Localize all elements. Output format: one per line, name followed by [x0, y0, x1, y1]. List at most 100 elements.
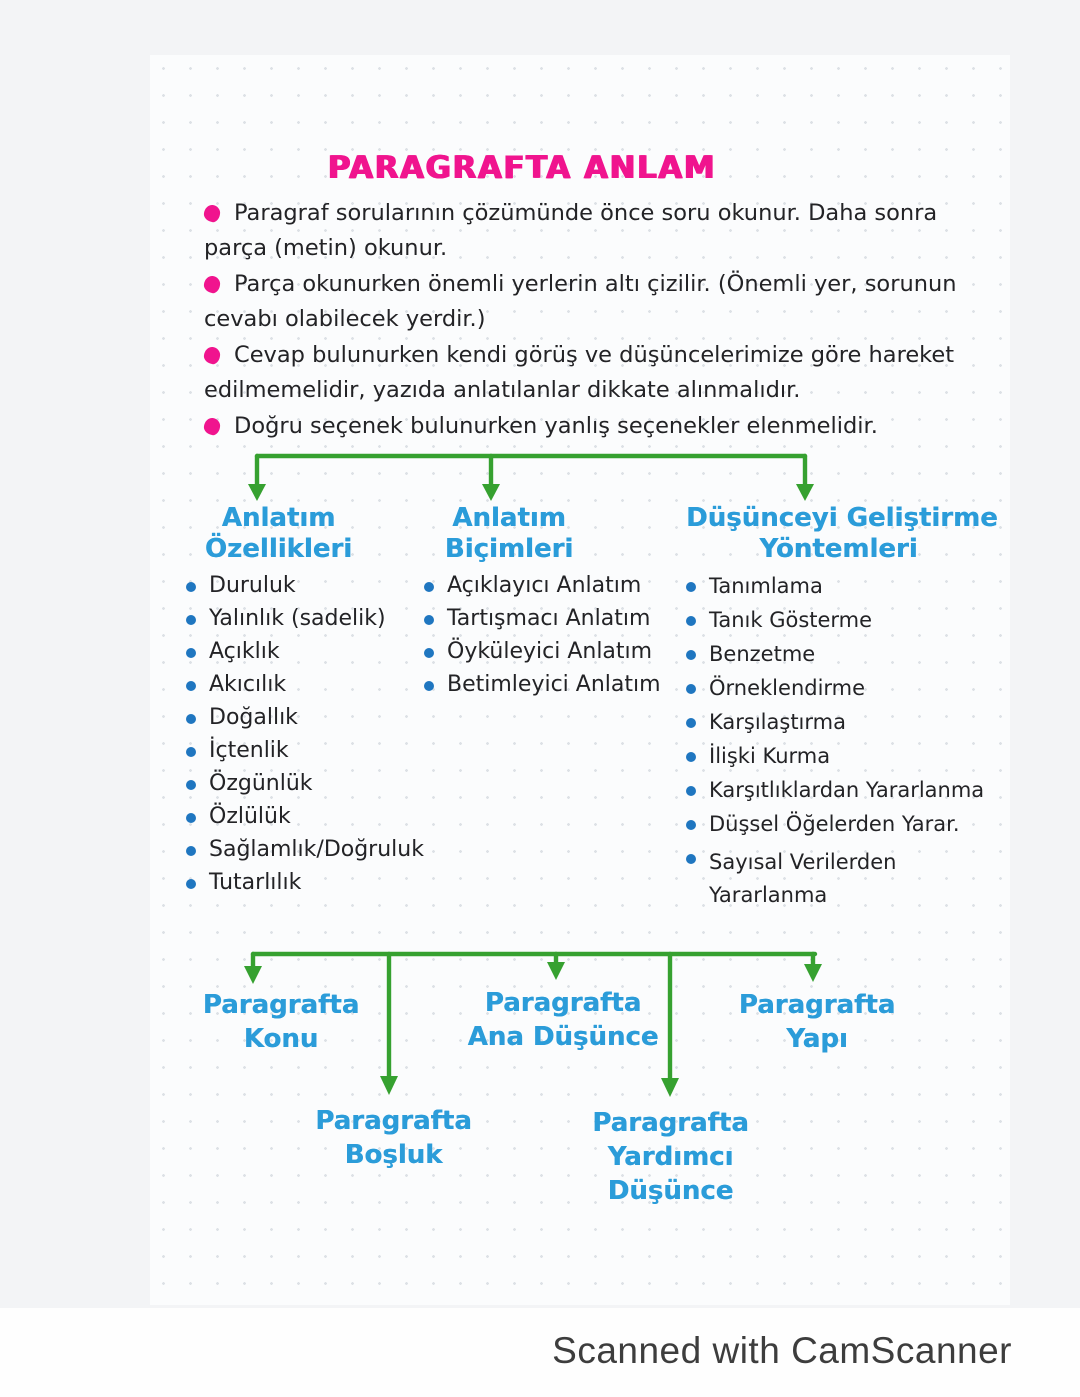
- dot-bullet-icon: [424, 648, 434, 658]
- note-text: Parça okunurken önemli yerlerin altı çiz…: [204, 267, 957, 337]
- note-line: cevabı olabilecek yerdir.): [204, 306, 486, 332]
- node-paragrafta-bosluk: Paragrafta Boşluk: [306, 1104, 481, 1172]
- flower-bullet-icon: [202, 274, 222, 295]
- dot-bullet-icon: [186, 780, 196, 790]
- note-text: Doğru seçenek bulunurken yanlış seçenekl…: [234, 409, 878, 444]
- list-item: Özlülük: [186, 805, 426, 829]
- list-item: Örneklendirme: [686, 676, 1001, 700]
- node-paragrafta-ana-dusunce: Paragrafta Ana Düşünce: [458, 986, 668, 1054]
- note-line: Parça okunurken önemli yerlerin altı çiz…: [234, 271, 957, 297]
- list-item: Betimleyici Anlatım: [424, 673, 684, 697]
- list-item-label: Doğallık: [209, 705, 298, 730]
- dot-bullet-icon: [186, 648, 196, 658]
- node-line: Yapı: [786, 1024, 848, 1054]
- list-item: Tanımlama: [686, 574, 1001, 598]
- list-item: Yalınlık (sadelik): [186, 607, 426, 631]
- column-anlatim-ozellikleri: Anlatım Özellikleri Duruluk Yalınlık (sa…: [186, 503, 426, 904]
- flower-bullet-icon: [202, 203, 222, 224]
- node-line: Paragrafta: [592, 1108, 749, 1138]
- column-list: Açıklayıcı Anlatım Tartışmacı Anlatım Öy…: [424, 574, 684, 697]
- dot-bullet-icon: [424, 681, 434, 691]
- dot-bullet-icon: [186, 714, 196, 724]
- dot-bullet-icon: [686, 650, 696, 660]
- flower-bullet-icon: [202, 345, 222, 366]
- dot-bullet-icon: [186, 747, 196, 757]
- dot-bullet-icon: [686, 820, 696, 830]
- note-item: Paragraf sorularının çözümünde önce soru…: [202, 196, 994, 266]
- dot-bullet-icon: [686, 786, 696, 796]
- list-item-label: Açıklayıcı Anlatım: [447, 573, 642, 598]
- note-item: Parça okunurken önemli yerlerin altı çiz…: [202, 267, 994, 337]
- note-line: parça (metin) okunur.: [204, 235, 448, 261]
- list-item: Özgünlük: [186, 772, 426, 796]
- page-title: PARAGRAFTA ANLAM: [327, 150, 717, 186]
- node-line: Paragrafta: [202, 990, 360, 1020]
- heading-line: Yöntemleri: [759, 534, 918, 564]
- list-item-label: Akıcılık: [209, 672, 287, 697]
- list-item: Düşsel Öğelerden Yarar.: [686, 812, 1001, 836]
- list-item-label: Duruluk: [209, 573, 296, 598]
- dot-bullet-icon: [186, 846, 196, 856]
- list-item-label: Karşıtlıklardan Yararlanma: [709, 778, 985, 802]
- column-dusunceyi-gelistirme: Düşünceyi Geliştirme Yöntemleri Tanımlam…: [686, 503, 1001, 922]
- list-item-label: Yalınlık (sadelik): [209, 606, 386, 631]
- node-paragrafta-yapi: Paragrafta Yapı: [732, 988, 902, 1056]
- list-item-label: Örneklendirme: [709, 676, 866, 700]
- node-line: Konu: [243, 1024, 319, 1054]
- node-line: Paragrafta: [484, 988, 642, 1018]
- list-item-label: Özgünlük: [209, 771, 313, 796]
- dot-bullet-icon: [686, 854, 696, 864]
- list-item: Karşıtlıklardan Yararlanma: [686, 778, 1001, 802]
- list-item-label: Benzetme: [709, 642, 816, 666]
- note-line: Cevap bulunurken kendi görüş ve düşüncel…: [234, 342, 955, 368]
- node-paragrafta-konu: Paragrafta Konu: [196, 988, 366, 1056]
- node-line: Paragrafta: [738, 990, 896, 1020]
- node-line: Paragrafta: [315, 1106, 472, 1136]
- camscanner-watermark: Scanned with CamScanner: [552, 1330, 1012, 1371]
- list-item-label: Düşsel Öğelerden Yarar.: [709, 812, 960, 836]
- heading-line: Özellikleri: [204, 534, 353, 564]
- list-item: Sağlamlık/Doğruluk: [186, 838, 426, 862]
- list-item-label: Tutarlılık: [209, 870, 302, 895]
- list-item-label: Tanık Gösterme: [709, 608, 873, 632]
- dot-bullet-icon: [686, 718, 696, 728]
- note-text: Paragraf sorularının çözümünde önce soru…: [204, 196, 937, 266]
- list-item-label: Açıklık: [209, 639, 280, 664]
- list-item-label: Betimleyici Anlatım: [447, 672, 661, 697]
- list-item: Açıklayıcı Anlatım: [424, 574, 684, 598]
- list-item-label: Karşılaştırma: [709, 710, 846, 734]
- dot-bullet-icon: [686, 752, 696, 762]
- list-item-label: Sağlamlık/Doğruluk: [209, 837, 424, 862]
- node-line: Yardımcı: [607, 1142, 734, 1172]
- dotted-grid-paper: [150, 55, 1010, 1305]
- list-item-label: Sayısal Verilerden Yararlanma: [709, 850, 897, 907]
- list-item: Tartışmacı Anlatım: [424, 607, 684, 631]
- node-line: Ana Düşünce: [467, 1022, 659, 1052]
- column-anlatim-bicimleri: Anlatım Biçimleri Açıklayıcı Anlatım Tar…: [424, 503, 684, 706]
- dot-bullet-icon: [686, 582, 696, 592]
- note-line: Doğru seçenek bulunurken yanlış seçenekl…: [234, 413, 878, 439]
- list-item: İlişki Kurma: [686, 744, 1001, 768]
- column-list: Duruluk Yalınlık (sadelik) Açıklık Akıcı…: [186, 574, 426, 895]
- list-item: Öyküleyici Anlatım: [424, 640, 684, 664]
- dot-bullet-icon: [424, 582, 434, 592]
- column-heading: Anlatım Biçimleri: [424, 503, 594, 565]
- heading-line: Düşünceyi Geliştirme: [686, 503, 998, 533]
- dot-bullet-icon: [186, 813, 196, 823]
- column-heading: Düşünceyi Geliştirme Yöntemleri: [686, 503, 998, 565]
- dot-bullet-icon: [186, 615, 196, 625]
- note-line: edilmemelidir, yazıda anlatılanlar dikka…: [204, 377, 801, 403]
- list-item-label: Özlülük: [209, 804, 291, 829]
- note-text: Cevap bulunurken kendi görüş ve düşüncel…: [204, 338, 955, 408]
- list-item: Tanık Gösterme: [686, 608, 1001, 632]
- list-item-label: Tanımlama: [709, 574, 823, 598]
- node-line: Düşünce: [607, 1176, 734, 1206]
- list-item-label: İlişki Kurma: [709, 744, 831, 768]
- list-item: Benzetme: [686, 642, 1001, 666]
- flower-bullet-icon: [202, 416, 222, 437]
- list-item: Açıklık: [186, 640, 426, 664]
- list-item-label: İçtenlik: [209, 738, 289, 763]
- heading-line: Biçimleri: [444, 534, 574, 564]
- node-paragrafta-yardimci-dusunce: Paragrafta Yardımcı Düşünce: [578, 1106, 763, 1208]
